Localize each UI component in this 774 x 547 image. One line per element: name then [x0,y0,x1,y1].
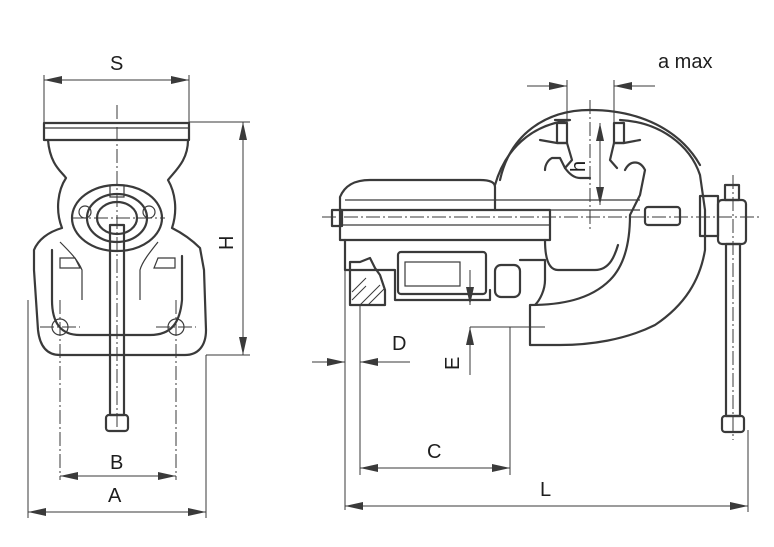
label-h: h [568,161,590,172]
label-S: S [110,53,123,75]
dimension-D [312,270,410,510]
dimension-L [345,430,749,512]
dimension-C [359,327,511,475]
label-C: C [427,441,441,463]
side-view [322,100,760,440]
label-B: B [110,452,123,474]
dimension-B [60,472,176,480]
dimension-E [466,270,545,375]
dimension-a-max [527,80,655,123]
label-E: E [442,357,464,370]
label-L: L [540,479,551,501]
label-D: D [392,333,406,355]
front-view [32,105,208,480]
label-A: A [108,485,122,507]
label-H: H [216,236,238,250]
label-a-max: a max [658,51,712,73]
dimension-S [43,75,190,123]
dimension-H [189,121,250,356]
dimension-h [596,123,604,205]
dimension-A [27,300,207,518]
